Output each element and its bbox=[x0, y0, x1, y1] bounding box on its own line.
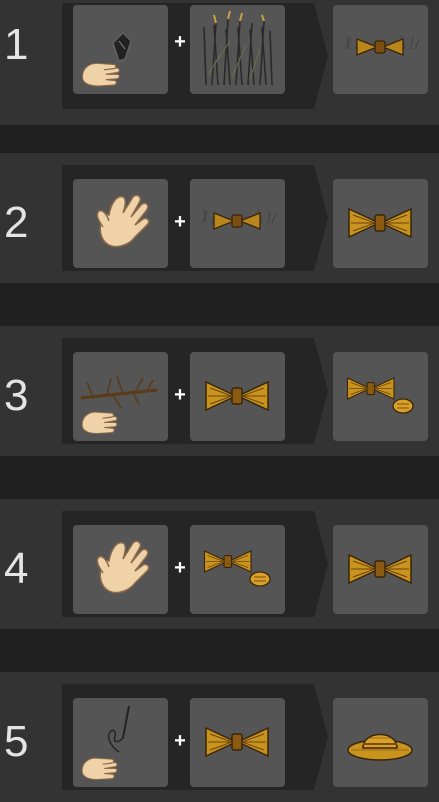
ingredient-slot-1[interactable] bbox=[73, 179, 168, 268]
ingredient-slot-2[interactable] bbox=[190, 698, 285, 787]
result-slot[interactable] bbox=[333, 5, 428, 94]
plus-sign: + bbox=[174, 211, 186, 233]
result-slot[interactable] bbox=[333, 698, 428, 787]
ingredient-slot-2[interactable] bbox=[190, 5, 285, 94]
grass-bundle-icon bbox=[205, 727, 269, 757]
straw-hat-icon bbox=[347, 733, 413, 761]
step-number: 3 bbox=[4, 371, 29, 420]
grass-bundle-icon bbox=[205, 381, 269, 411]
recipe-step-row: 5 + bbox=[0, 672, 439, 802]
result-slot[interactable] bbox=[333, 179, 428, 268]
cut-grass-icon bbox=[201, 208, 277, 230]
cut-grass-icon bbox=[344, 34, 420, 56]
ingredient-slot-2[interactable] bbox=[190, 352, 285, 441]
ingredient-slot-2[interactable] bbox=[190, 179, 285, 268]
plus-sign: + bbox=[174, 31, 186, 53]
needle-thread-icon bbox=[107, 705, 130, 753]
hand-icon bbox=[81, 411, 118, 435]
result-arrow bbox=[314, 511, 328, 617]
result-slot[interactable] bbox=[333, 525, 428, 614]
step-number: 5 bbox=[4, 717, 29, 766]
grass-tuft-icon bbox=[203, 10, 273, 86]
plus-sign: + bbox=[174, 557, 186, 579]
hand-icon bbox=[96, 540, 150, 594]
ingredient-slot-2[interactable] bbox=[190, 525, 285, 614]
result-arrow bbox=[314, 3, 328, 109]
hand-icon bbox=[81, 757, 118, 781]
result-arrow bbox=[314, 684, 328, 790]
twig-icon bbox=[80, 375, 158, 409]
recipe-step-row: 4 + bbox=[0, 499, 439, 629]
step-number: 4 bbox=[4, 544, 29, 593]
flint-icon bbox=[112, 32, 132, 62]
step-number: 2 bbox=[4, 198, 29, 247]
grass-bundle-with-seed-icon bbox=[346, 377, 414, 414]
recipe-step-row: 2 + bbox=[0, 153, 439, 283]
recipe-step-row: 1 + bbox=[0, 0, 439, 125]
step-number: 1 bbox=[4, 20, 29, 69]
ingredient-slot-1[interactable] bbox=[73, 352, 168, 441]
ingredient-slot-1[interactable] bbox=[73, 525, 168, 614]
result-arrow bbox=[314, 338, 328, 444]
grass-bundle-with-seed-icon bbox=[203, 550, 271, 587]
plus-sign: + bbox=[174, 384, 186, 406]
recipe-step-row: 3 + bbox=[0, 326, 439, 456]
ingredient-slot-1[interactable] bbox=[73, 698, 168, 787]
grass-bundle-icon bbox=[348, 554, 412, 584]
ingredient-slot-1[interactable] bbox=[73, 5, 168, 94]
grass-bundle-icon bbox=[348, 208, 412, 238]
hand-icon bbox=[96, 194, 150, 248]
result-slot[interactable] bbox=[333, 352, 428, 441]
result-arrow bbox=[314, 165, 328, 271]
plus-sign: + bbox=[174, 730, 186, 752]
